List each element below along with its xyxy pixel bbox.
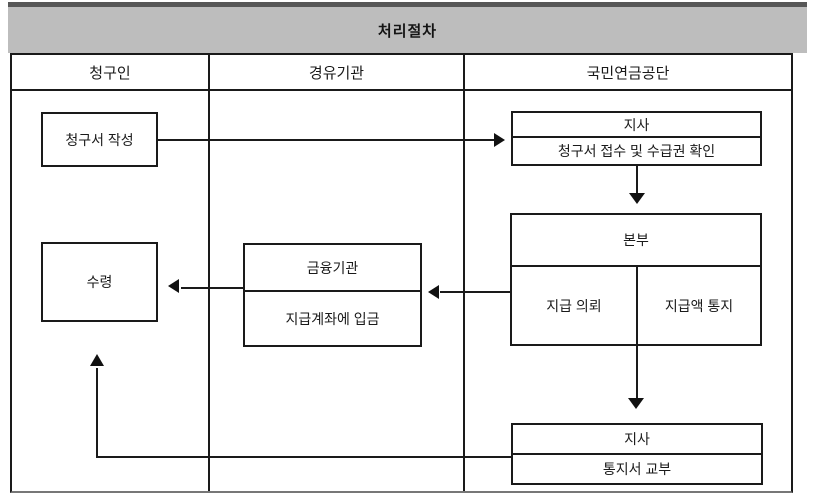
node-headquarters-payment-request: 지급 의뢰 [512, 267, 638, 344]
node-bank-detail: 지급계좌에 입금 [285, 310, 380, 327]
lane-header-claimant: 청구인 [89, 64, 131, 82]
lane-header-row: 청구인 경유기관 국민연금공단 [12, 55, 791, 91]
connector-hq-to-branch-notice [636, 346, 638, 398]
lane-divider-1 [208, 55, 210, 491]
node-claim-write-label: 청구서 작성 [65, 131, 134, 148]
lane-header-via-agency: 경유기관 [308, 64, 365, 82]
connector-claim-to-branch [158, 139, 495, 141]
arrowhead-down-icon [629, 193, 645, 204]
node-receive-label: 수령 [86, 274, 113, 290]
node-claim-write: 청구서 작성 [41, 112, 158, 167]
lane-divider-2 [463, 55, 465, 491]
arrowhead-down-icon [628, 398, 644, 409]
arrowhead-left-icon [428, 285, 439, 299]
connector-notice-horizontal [96, 456, 511, 458]
node-branch-receive: 지사 청구서 접수 및 수급권 확인 [511, 111, 762, 166]
title-band-accent [8, 2, 807, 7]
lane-header-nps: 국민연금공단 [586, 64, 670, 82]
node-headquarters-amount-notice: 지급액 통지 [664, 297, 734, 314]
node-bank: 금융기관 지급계좌에 입금 [243, 243, 422, 347]
arrowhead-left-icon [168, 279, 179, 293]
connector-hq-to-bank [440, 291, 510, 293]
node-receive: 수령 [41, 242, 158, 322]
node-branch-notice-detail: 통지서 교부 [602, 461, 672, 477]
page-title: 처리절차 [377, 22, 438, 40]
node-branch-notice: 지사 통지서 교부 [511, 423, 763, 485]
title-band: 처리절차 [8, 2, 807, 53]
connector-bank-to-receive [181, 287, 243, 289]
node-branch-notice-title: 지사 [513, 425, 761, 455]
node-headquarters-title: 본부 [512, 215, 760, 267]
arrowhead-up-icon [90, 354, 104, 366]
node-branch-receive-detail: 청구서 접수 및 수급권 확인 [557, 143, 716, 159]
arrowhead-right-icon [494, 133, 505, 147]
node-headquarters: 본부 지급 의뢰 지급액 통지 [510, 213, 762, 346]
node-branch-receive-title: 지사 [513, 113, 760, 138]
connector-branch-to-hq [636, 165, 638, 194]
connector-notice-vertical [96, 368, 98, 458]
node-bank-title: 금융기관 [245, 245, 420, 292]
